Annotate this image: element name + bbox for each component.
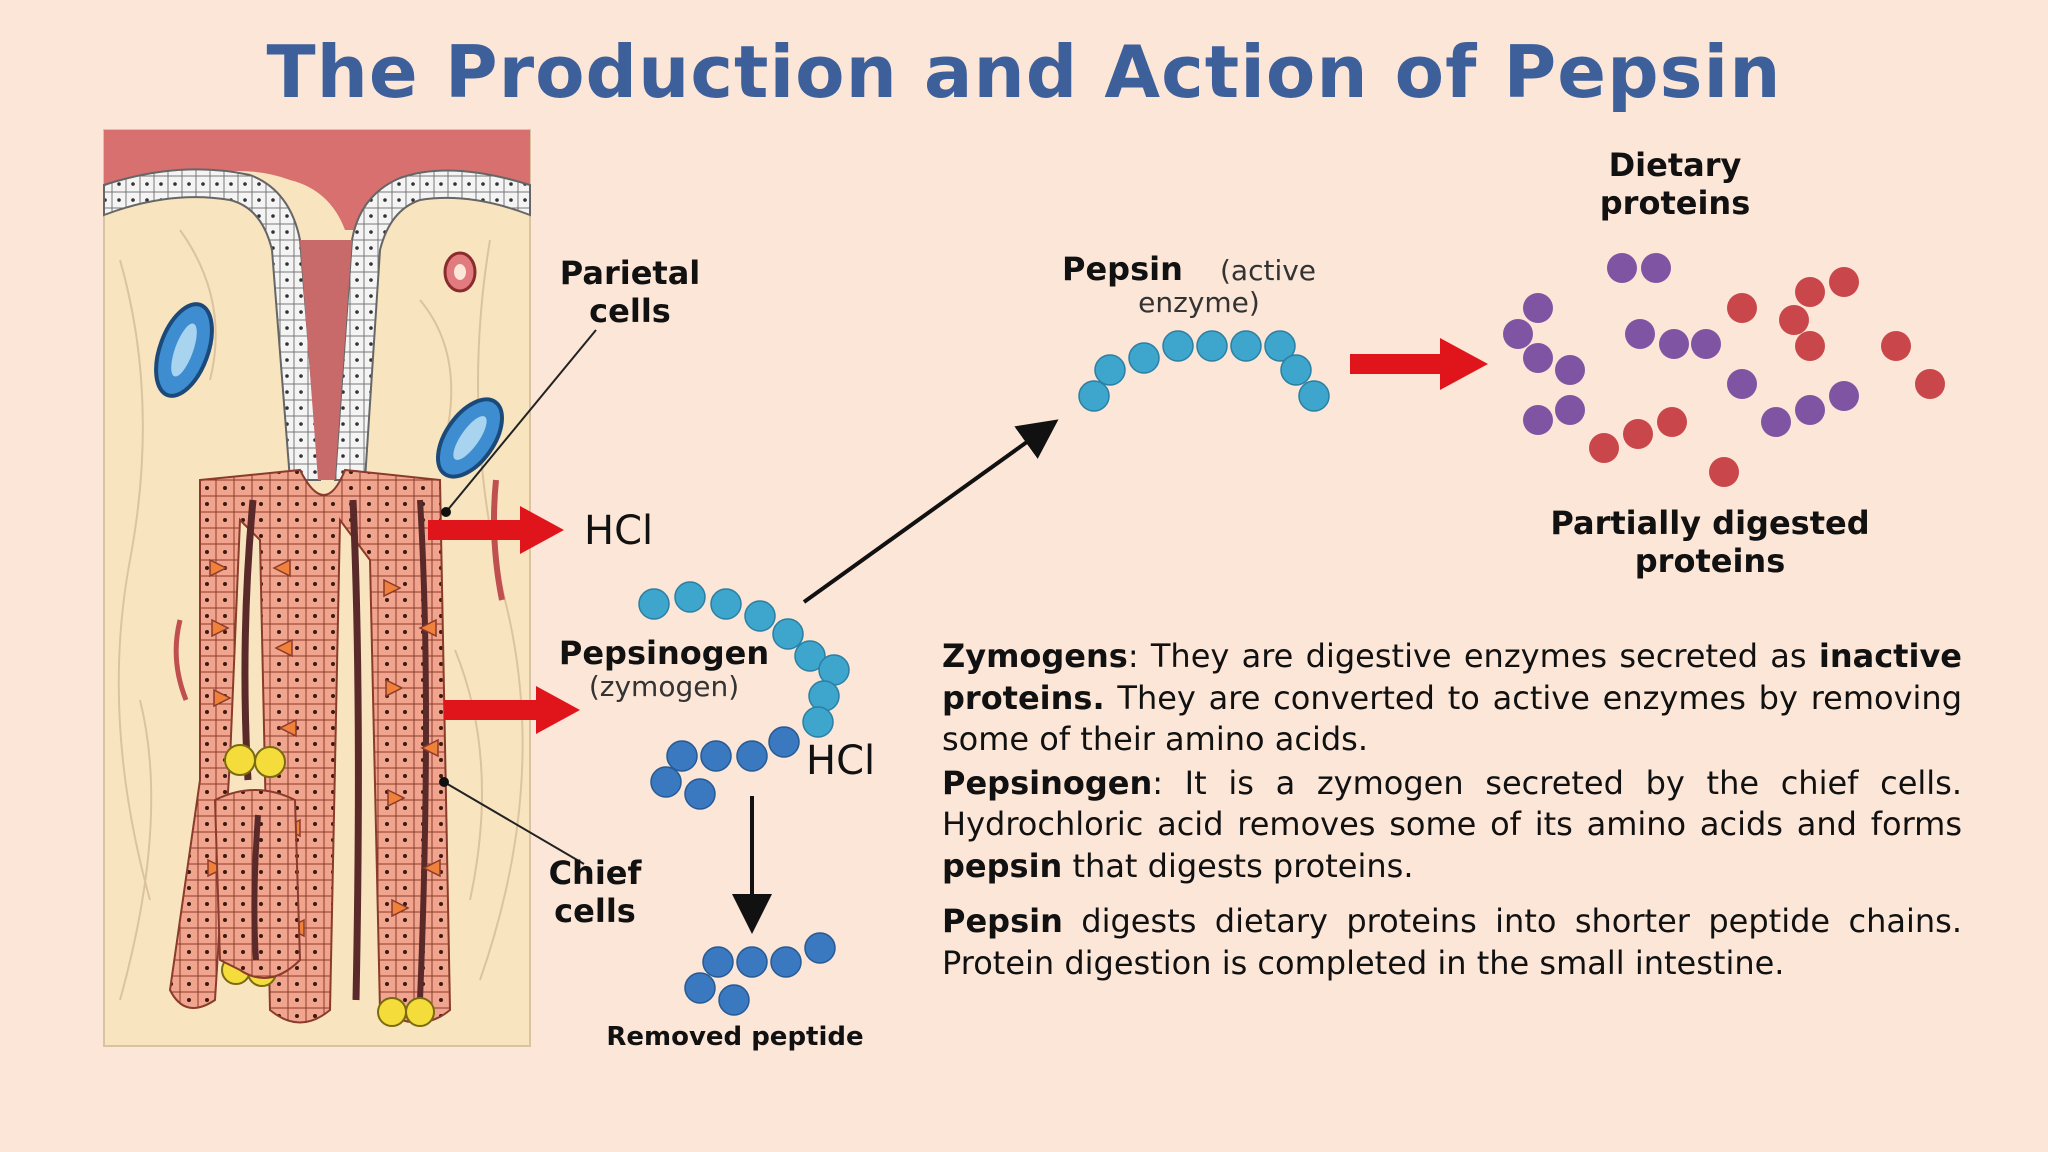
- pepsinogen-chain: [638, 581, 850, 810]
- pepsinogen-label: Pepsinogen: [558, 634, 770, 672]
- parietal-cells-label: Parietal cells: [559, 254, 701, 330]
- digestion-red-arrow: [1350, 338, 1488, 390]
- pepsin-term: Pepsin: [942, 902, 1063, 940]
- protein-fragments: [1503, 253, 1945, 487]
- pepsinogen-paragraph: Pepsinogen: It is a zymogen secreted by …: [942, 763, 1962, 885]
- page-title: The Production and Action of Pepsin: [266, 30, 1782, 114]
- chief-pointer-dot: [439, 777, 449, 787]
- chief-pointer-line: [443, 781, 585, 865]
- activation-arrow: [802, 419, 1059, 604]
- pepsin-paragraph: Pepsin digests dietary proteins into sho…: [942, 902, 1962, 982]
- hcl-red-arrow: [428, 506, 564, 554]
- pepsinogen-term: Pepsinogen: [942, 763, 1153, 802]
- pepsin-chain: [1078, 330, 1330, 412]
- removed-peptide-label: Removed peptide: [606, 1022, 864, 1052]
- hcl-label-activation: HCl: [806, 738, 876, 784]
- parietal-pointer-line: [445, 329, 597, 513]
- chief-cells-label: Chief cells: [548, 854, 642, 930]
- removed-peptide-chain: [684, 932, 836, 1016]
- pepsin-label: Pepsin: [1062, 250, 1183, 288]
- pepsinogen-red-arrow: [444, 686, 580, 734]
- partially-digested-label: Partially digested proteins: [1550, 504, 1870, 580]
- dietary-proteins-label: Dietary proteins: [1599, 146, 1751, 222]
- parietal-pointer-dot: [441, 507, 451, 517]
- pepsinogen-sublabel: (zymogen): [588, 670, 740, 703]
- hcl-label-parietal: HCl: [584, 508, 654, 554]
- zymogens-paragraph: Zymogens: They are digestive enzymes sec…: [942, 637, 1962, 758]
- zymogens-term: Zymogens: [942, 637, 1128, 675]
- pepsin-sublabel-1: (active: [1220, 254, 1317, 287]
- pepsin-sublabel-2: enzyme): [1138, 286, 1260, 319]
- gastric-gland-illustration: [103, 129, 531, 1047]
- explanation-text: Zymogens: They are digestive enzymes sec…: [942, 636, 1962, 984]
